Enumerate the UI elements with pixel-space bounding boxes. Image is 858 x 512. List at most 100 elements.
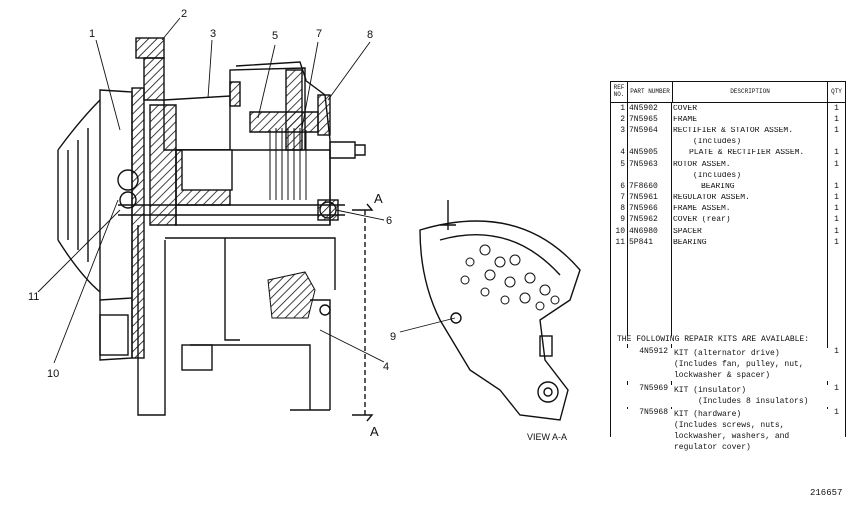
row-qty: 1 [834,114,839,124]
row-part-number: 7N5966 [629,204,658,214]
table-row: 8 7N5966 FRAME ASSEM. 1 [611,204,845,215]
callout-11: 11 [28,291,39,303]
row-description: RECTIFIER & STATOR ASSEM. [673,126,794,135]
row-description: (Includes) [693,138,742,147]
kit-description: KIT (hardware) (Includes screws, nuts, l… [671,409,828,453]
callout-9: 9 [390,331,396,343]
row-ref: 8 [620,204,625,214]
table-row: 2 7N5965 FRAME 1 [611,114,845,125]
callout-7: 7 [316,28,322,40]
section-marker-bottom: A [370,424,379,439]
row-ref: 4 [620,148,625,158]
row-qty: 1 [834,181,839,191]
row-description: COVER (rear) [673,216,731,225]
callout-2: 2 [181,8,187,20]
row-description: (Includes) [693,171,742,180]
row-ref: 1 [620,103,625,113]
kit-line: (Includes fan, pulley, nut, [674,360,804,369]
header-ref-no: REF NO. [611,82,628,102]
section-marker-top: A [374,191,383,206]
kit-line: (Includes 8 insulators) [698,397,809,406]
row-qty: 1 [834,204,839,214]
callout-labels: 1 2 3 5 7 8 6 4 9 10 11 A A VIEW A-A [28,8,567,442]
table-body: 1 4N5902 COVER 1 2 7N5965 FRAME 1 3 7N59… [611,103,845,453]
row-qty: 1 [834,159,839,169]
row-qty: 1 [834,193,839,203]
table-row: 5 7N5963 ROTOR ASSEM. 1 [611,159,845,170]
row-ref: 6 [620,181,625,191]
row-description: PLATE & RECTIFIER ASSEM. [689,149,805,158]
callout-3: 3 [210,28,216,40]
repair-kit-item: 7N5968 KIT (hardware) (Includes screws, … [611,409,845,453]
row-description: COVER [673,104,698,113]
row-qty: 1 [834,226,839,236]
row-qty: 1 [834,148,839,158]
row-description: REGULATOR ASSEM. [673,194,750,203]
kit-qty: 1 [834,347,839,356]
row-part-number: 5P841 [629,237,654,247]
row-ref: 3 [620,125,625,135]
kit-line: KIT (alternator drive) [674,349,780,358]
leader-lines [37,17,456,364]
callout-5: 5 [272,30,278,42]
table-row: 9 7N5962 COVER (rear) 1 [611,215,845,226]
callout-6: 6 [386,215,392,227]
table-row: 6 7F8660 BEARING 1 [611,181,845,192]
row-part-number: 7F8660 [629,181,658,191]
kit-description: KIT (alternator drive) (Includes fan, pu… [671,348,828,381]
table-row: 3 7N5964 RECTIFIER & STATOR ASSEM. 1 [611,125,845,136]
callout-8: 8 [367,29,373,41]
kit-line: lockwasher, washers, and [674,432,790,441]
drawing-number: 216657 [810,488,843,498]
view-label: VIEW A-A [527,432,567,442]
row-qty: 1 [834,237,839,247]
row-ref: 5 [620,159,625,169]
table-row: (Includes) [611,170,845,181]
table-row: 1 4N5902 COVER 1 [611,103,845,114]
row-part-number: 7N5963 [629,159,658,169]
row-part-number: 7N5965 [629,114,658,124]
row-part-number: 4N5902 [629,103,658,113]
view-a-a-drawing [419,200,581,421]
table-row: 10 4N6980 SPACER 1 [611,226,845,237]
table-row: (Includes) [611,137,845,148]
repair-kit-item: 4N5912 KIT (alternator drive) (Includes … [611,348,845,381]
row-ref: 9 [620,215,625,225]
row-ref: 7 [620,193,625,203]
row-description: FRAME ASSEM. [673,205,731,214]
table-row: 4 4N5905 PLATE & RECTIFIER ASSEM. 1 [611,148,845,159]
callout-1: 1 [89,28,95,40]
kit-qty: 1 [834,384,839,393]
kit-part-number: 4N5912 [639,347,668,356]
kit-line: regulator cover) [674,443,751,452]
row-part-number: 7N5961 [629,193,658,203]
callout-4: 4 [383,361,389,373]
kit-part-number: 7N5969 [639,384,668,393]
row-description: ROTOR ASSEM. [673,160,731,169]
callout-10: 10 [47,368,59,380]
kit-line: (Includes screws, nuts, [674,421,785,430]
kit-part-number: 7N5968 [639,408,668,417]
kit-line: lockwasher & spacer) [674,371,771,380]
row-part-number: 4N6980 [629,226,658,236]
repair-kit-item: 7N5969 KIT (insulator) (Includes 8 insul… [611,385,845,407]
row-part-number: 7N5964 [629,125,658,135]
header-qty: QTY [831,87,842,95]
parts-list-table: REF NO. PART NUMBER DESCRIPTION QTY 1 4N… [610,81,846,453]
repair-kits-title: THE FOLLOWING REPAIR KITS ARE AVAILABLE: [615,335,812,344]
kit-line: KIT (insulator) [674,386,747,395]
alternator-section-view [57,37,374,422]
row-ref: 2 [620,114,625,124]
header-description: DESCRIPTION [673,82,828,102]
table-row: 7 7N5961 REGULATOR ASSEM. 1 [611,193,845,204]
kit-qty: 1 [834,408,839,417]
exploded-view-drawing: 1 2 3 5 7 8 6 4 9 10 11 A A VIEW A-A [28,8,581,442]
table-row: 11 5P841 BEARING 1 [611,237,845,248]
row-ref: 10 [615,226,625,236]
kit-line: KIT (hardware) [674,410,742,419]
kit-description: KIT (insulator) (Includes 8 insulators) [671,385,828,407]
row-part-number: 4N5905 [629,148,658,158]
row-qty: 1 [834,103,839,113]
row-description: FRAME [673,115,698,124]
row-qty: 1 [834,125,839,135]
